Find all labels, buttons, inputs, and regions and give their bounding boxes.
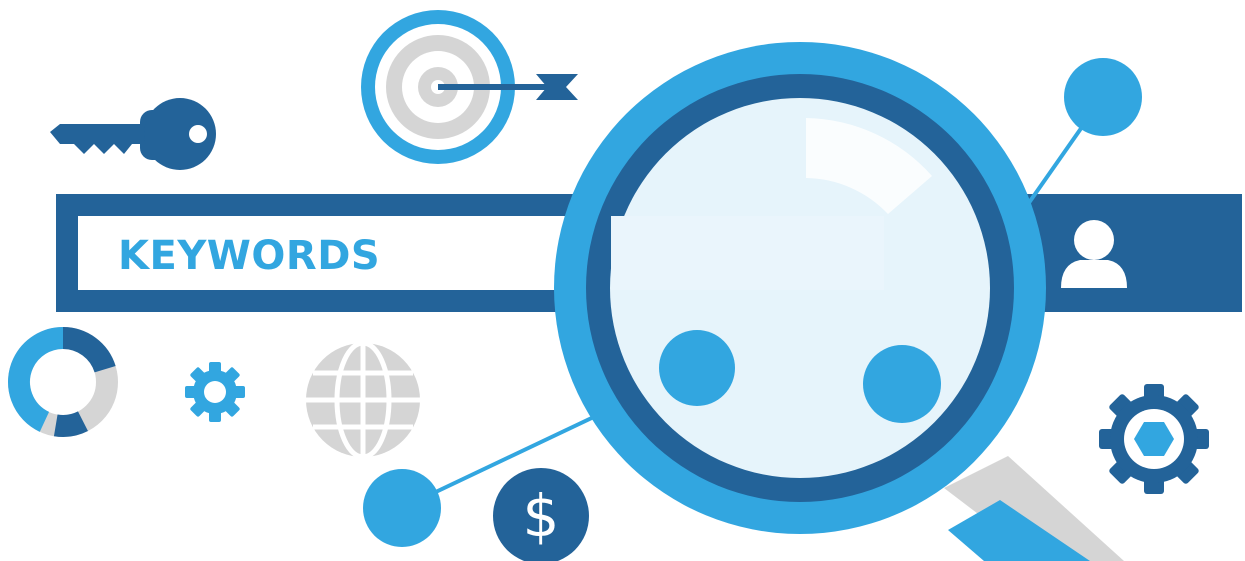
globe-icon xyxy=(306,340,420,460)
network-node xyxy=(863,345,941,423)
gear-icon xyxy=(185,362,245,422)
network-node xyxy=(659,330,735,406)
dollar-coin-icon: $ xyxy=(493,468,589,561)
magnifying-glass-icon xyxy=(554,42,1124,561)
donut-chart-icon xyxy=(8,327,118,437)
network-node xyxy=(363,469,441,547)
key-icon xyxy=(50,98,216,170)
hex-gear-icon xyxy=(1099,384,1209,494)
user-icon[interactable] xyxy=(1061,220,1127,288)
dollar-symbol: $ xyxy=(523,482,560,550)
network-nodes xyxy=(363,58,1142,547)
search-keywords-text: KEYWORDS xyxy=(118,233,381,279)
target-icon xyxy=(361,10,578,164)
network-node xyxy=(1064,58,1142,136)
